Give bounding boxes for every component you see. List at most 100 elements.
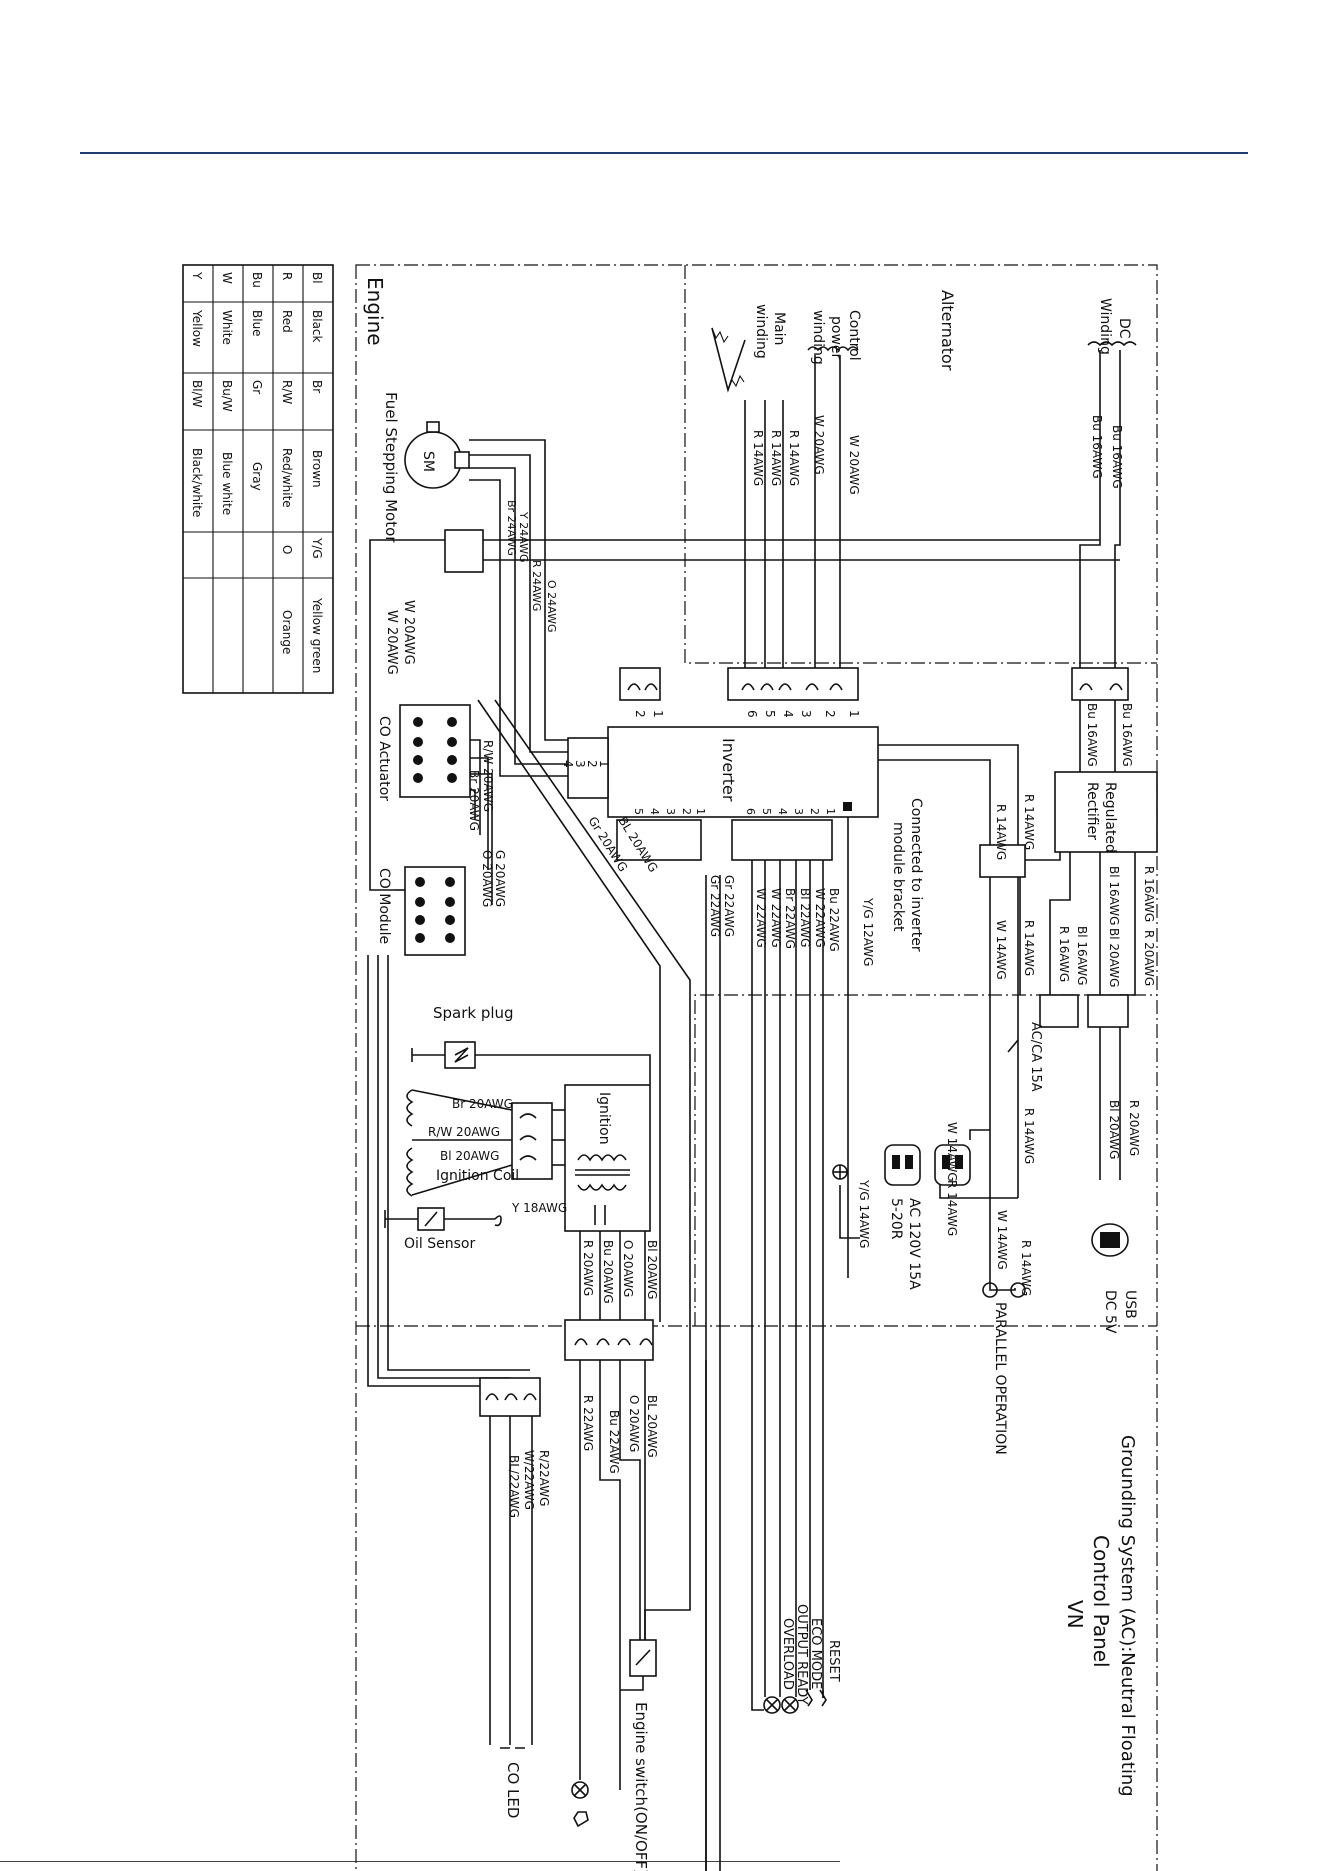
svg-text:1: 1 — [847, 710, 861, 718]
svg-text:1: 1 — [824, 808, 837, 815]
motor-wires: Br 24AWG Y 24AWG R 24AWG O 24AWG — [469, 439, 568, 777]
alternator-wires: Bu 16AWG Bu 16AWG W 20AWG W 20AWG R 14AW… — [744, 350, 1124, 668]
svg-text:Br 20AWG: Br 20AWG — [467, 770, 481, 831]
legend-r4-c0: Y — [190, 271, 204, 280]
svg-text:Bl 20AWG: Bl 20AWG — [1107, 928, 1121, 987]
engine-switch-connector: Bl 20AWG O 20AWG Bu 20AWG R 20AWG BL 20A… — [564, 1231, 659, 1790]
svg-text:2: 2 — [585, 760, 599, 768]
svg-text:O 20AWG: O 20AWG — [480, 850, 494, 907]
co-led-label: CO LED — [504, 1762, 522, 1818]
legend-r3-c1: White — [220, 310, 234, 345]
spark-plug-label: Spark plug — [433, 1004, 514, 1022]
svg-text:1: 1 — [597, 760, 611, 768]
usb-label: USB — [1122, 1290, 1138, 1319]
parallel-terminals — [982, 1282, 1026, 1298]
engine-region-label: Engine — [363, 277, 387, 346]
engine-switch-label: Engine switch(ON/OFF) — [632, 1702, 650, 1871]
legend-r2-c0: Bu — [250, 272, 264, 288]
svg-text:R 16AWG: R 16AWG — [1142, 866, 1156, 922]
indicator-bundle: Bu 22AWG W 22AWG Bl 22AWG Br 22AWG W 22A… — [705, 817, 849, 1871]
svg-text:R 16AWG: R 16AWG — [1057, 926, 1071, 982]
legend-r2-c2: Gr — [250, 380, 264, 394]
svg-text:3: 3 — [792, 808, 805, 815]
svg-text:2: 2 — [808, 808, 821, 815]
svg-text:R 14AWG: R 14AWG — [769, 430, 783, 486]
ac-outlet-label-2: 5-20R — [888, 1198, 904, 1240]
svg-text:W 22AWG: W 22AWG — [813, 888, 827, 948]
svg-text:Y/G 14AWG: Y/G 14AWG — [857, 1179, 871, 1248]
svg-text:W 14AWG: W 14AWG — [995, 1210, 1009, 1270]
svg-text:power: power — [828, 316, 844, 360]
legend-r1-c2: R/W — [280, 380, 294, 404]
svg-text:R/W 20AWG: R/W 20AWG — [481, 740, 495, 812]
svg-text:R 14AWG: R 14AWG — [1019, 1240, 1033, 1296]
w20-label-2: W 20AWG — [384, 610, 399, 675]
svg-text:Bu 16AWG: Bu 16AWG — [1120, 703, 1134, 767]
svg-text:BL/22AWG: BL/22AWG — [507, 1455, 521, 1518]
indicator-output: OUTPUT READY — [794, 1604, 809, 1705]
oil-sensor-label: Oil Sensor — [404, 1236, 475, 1252]
svg-text:1: 1 — [694, 808, 707, 815]
w20-label-1: W 20AWG — [401, 600, 416, 665]
svg-text:R 14AWG: R 14AWG — [994, 804, 1008, 860]
fuel-stepping-motor: SM — [404, 421, 470, 489]
legend-r4-c2: Bl/W — [190, 380, 204, 408]
legend-r4-c3: Black/white — [190, 448, 204, 517]
svg-text:Br 22AWG: Br 22AWG — [783, 888, 797, 949]
legend-r3-c0: W — [220, 272, 234, 284]
regulated-rectifier: Regulated Rectifier — [1054, 771, 1158, 853]
svg-text:Bu 16AWG: Bu 16AWG — [1110, 425, 1124, 489]
legend-r1-c3: Red/white — [280, 448, 294, 508]
svg-text:Bl 20AWG: Bl 20AWG — [440, 1149, 499, 1163]
indicator-lamps — [751, 1632, 827, 1714]
svg-text:W 14AWG: W 14AWG — [994, 920, 1008, 980]
svg-text:Bu 20AWG: Bu 20AWG — [601, 1240, 615, 1304]
svg-text:R 14AWG: R 14AWG — [787, 430, 801, 486]
svg-text:2: 2 — [633, 710, 647, 718]
svg-text:4: 4 — [776, 808, 789, 815]
footer-rule — [0, 1861, 840, 1862]
svg-text:Ignition: Ignition — [596, 1092, 612, 1145]
co-module — [367, 866, 530, 1387]
legend-r0-c4: Y/G — [310, 537, 324, 559]
svg-text:Bl 20AWG: Bl 20AWG — [645, 1240, 659, 1299]
svg-text:Bl 20AWG: Bl 20AWG — [1107, 1100, 1121, 1159]
svg-text:2: 2 — [823, 710, 837, 718]
svg-text:Bu 16AWG: Bu 16AWG — [1090, 415, 1104, 479]
svg-text:Bl 16AWG: Bl 16AWG — [1075, 926, 1089, 985]
svg-text:6: 6 — [744, 808, 757, 815]
rectifier-wires: Bu 16AWG Bu 16AWG R 16AWG Bl 16AWG Bl 16… — [1019, 700, 1156, 1180]
legend-r3-c3: Blue white — [220, 452, 234, 515]
svg-text:R/W 20AWG: R/W 20AWG — [428, 1125, 500, 1139]
indicator-labels: RESET ECO MODE OUTPUT READY OVERLOAD — [780, 1604, 841, 1705]
co-led-connector: R/22AWG W/22AWG BL/22AWG — [479, 1377, 551, 1749]
inverter-output-wires: R 14AWG R 14AWG W 14AWG R 14AWG — [878, 744, 1036, 1288]
legend-r0-c0: Bl — [310, 272, 324, 284]
legend-r2-c3: Gray — [250, 462, 264, 491]
ignition-coil — [406, 1089, 565, 1197]
actuator-wires: R/W 20AWG Br 20AWG G 20AWG O 20AWG — [467, 739, 507, 907]
legend-r1-c5: Orange — [280, 610, 294, 654]
svg-text:Bl 16AWG: Bl 16AWG — [1107, 866, 1121, 925]
svg-text:6: 6 — [745, 710, 759, 718]
oil-sensor — [384, 1207, 502, 1231]
legend-r2-c1: Blue — [250, 310, 264, 337]
engine-switch — [620, 1345, 691, 1691]
svg-text:W 20AWG: W 20AWG — [812, 415, 826, 475]
svg-text:R 20AWG: R 20AWG — [1142, 930, 1156, 986]
svg-text:Bu 22AWG: Bu 22AWG — [827, 888, 841, 952]
svg-text:BL 20AWG: BL 20AWG — [645, 1395, 659, 1458]
svg-text:R 14AWG: R 14AWG — [1022, 1108, 1036, 1164]
parallel-label: PARALLEL OPERATION — [992, 1302, 1008, 1455]
svg-text:Gr 22AWG: Gr 22AWG — [708, 875, 722, 937]
svg-text:W 22AWG: W 22AWG — [754, 888, 768, 948]
grounding-note: Grounding System (AC):Neutral Floating — [1117, 1435, 1138, 1797]
svg-text:3: 3 — [799, 710, 813, 718]
legend-r1-c1: Red — [280, 310, 294, 333]
legend-r0-c2: Br — [310, 380, 324, 393]
svg-text:Bu 22AWG: Bu 22AWG — [607, 1410, 621, 1474]
svg-text:R 14AWG: R 14AWG — [751, 430, 765, 486]
main-winding: Main winding — [711, 304, 787, 393]
svg-text:Control: Control — [846, 310, 862, 361]
